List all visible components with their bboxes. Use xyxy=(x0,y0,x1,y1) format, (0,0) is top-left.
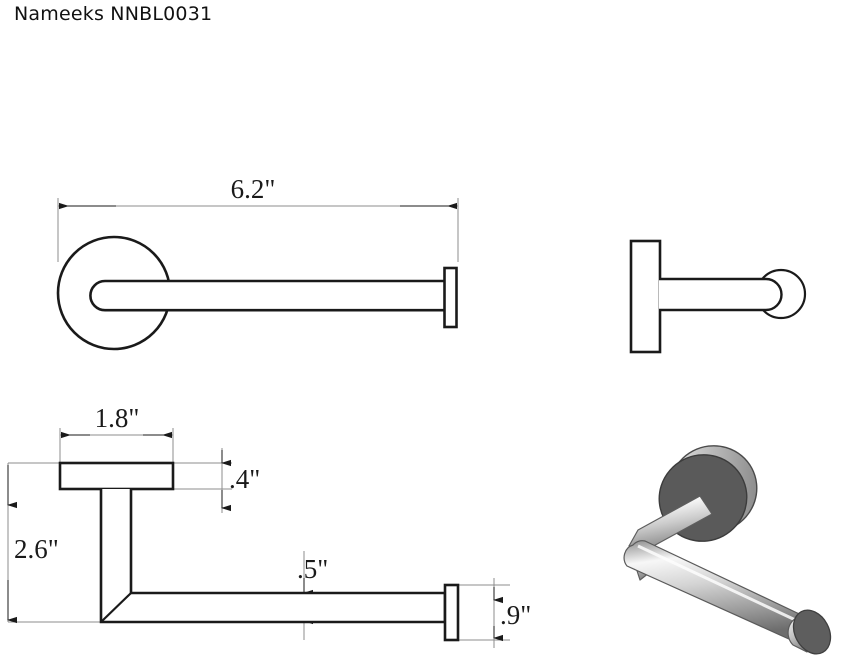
view-top-plan: 6.2" xyxy=(56,174,459,351)
view-isometric-render xyxy=(623,445,832,655)
top-view-end-cap xyxy=(443,266,458,329)
page-title: Nameeks NNBL0031 xyxy=(14,3,213,25)
side-view-wall-plate xyxy=(629,239,662,354)
dimension-label-end-cap-diameter: .9" xyxy=(500,600,531,630)
top-view-extension-lines xyxy=(57,198,459,262)
dimension-label-bar-diameter: .5" xyxy=(297,554,328,584)
top-view-bar-outline xyxy=(89,279,446,312)
front-view-arm-outline xyxy=(99,489,447,624)
view-front-elevation: 1.8" .4" 2.6" .5" xyxy=(7,403,531,648)
front-view-end-cap xyxy=(443,583,460,642)
render-end-cap-face xyxy=(792,609,832,655)
dimension-label-plate-width: 1.8" xyxy=(95,403,140,433)
dimension-label-overall-length: 6.2" xyxy=(231,174,276,204)
dimension-label-overall-height: 2.6" xyxy=(14,534,59,564)
front-view-chamfer-line xyxy=(100,592,132,623)
side-view-bar-outline xyxy=(659,277,783,312)
view-side-elevation xyxy=(629,239,807,354)
dimension-label-plate-thickness: .4" xyxy=(229,464,260,494)
render-main-bar xyxy=(623,540,818,645)
front-view-mounting-plate xyxy=(58,461,175,491)
render-bar-highlight xyxy=(637,544,807,627)
